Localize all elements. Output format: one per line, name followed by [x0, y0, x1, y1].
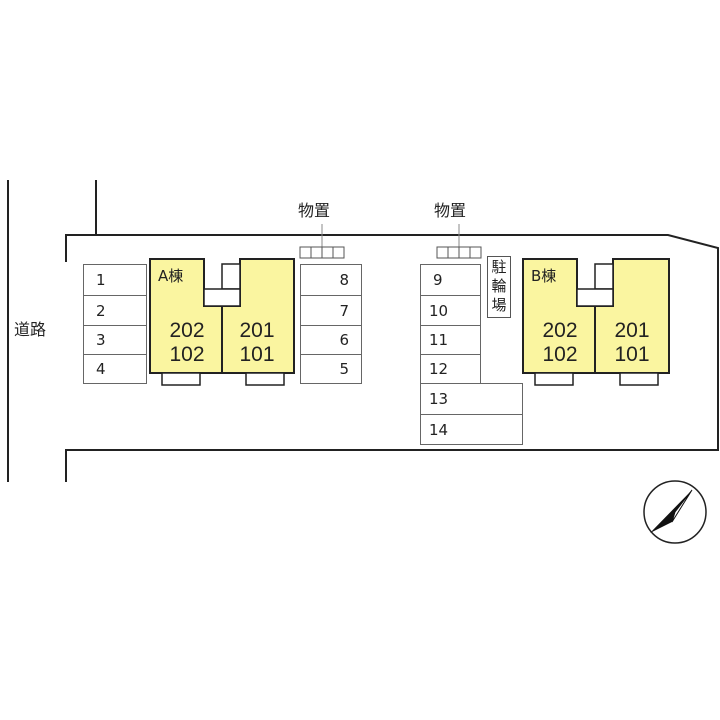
bicycle-parking: 駐輪場 — [487, 256, 511, 318]
road-label: 道路 — [14, 320, 47, 339]
unit-label: 102 — [169, 343, 205, 366]
parking-space: 5 — [300, 354, 362, 384]
storage-a — [299, 246, 345, 259]
parking-space: 11 — [420, 325, 481, 355]
parking-space: 12 — [420, 354, 481, 384]
parking-space: 14 — [420, 414, 523, 445]
unit-label: 101 — [614, 343, 650, 366]
storage-b — [436, 246, 482, 259]
building-b-name: B棟 — [531, 267, 557, 285]
unit-label: 102 — [542, 343, 578, 366]
parking-space: 7 — [300, 295, 362, 326]
storage-label-a: 物置 — [298, 201, 331, 220]
parking-space: 1 — [83, 264, 147, 296]
parking-space: 6 — [300, 325, 362, 355]
unit-label: 202 — [542, 319, 578, 342]
unit-label: 101 — [239, 343, 275, 366]
parking-space: 3 — [83, 325, 147, 355]
building-a-shape — [149, 258, 295, 386]
unit-label: 202 — [169, 319, 205, 342]
parking-space: 10 — [420, 295, 481, 326]
north-arrow-icon — [643, 480, 707, 544]
parking-space: 9 — [420, 264, 481, 296]
unit-label: 201 — [614, 319, 650, 342]
parking-space: 13 — [420, 383, 523, 415]
building-b-shape — [522, 258, 670, 386]
unit-label: 201 — [239, 319, 275, 342]
parking-space: 2 — [83, 295, 147, 326]
parking-space: 8 — [300, 264, 362, 296]
parking-space: 4 — [83, 354, 147, 384]
building-a-name: A棟 — [158, 267, 184, 285]
storage-label-b: 物置 — [434, 201, 467, 220]
